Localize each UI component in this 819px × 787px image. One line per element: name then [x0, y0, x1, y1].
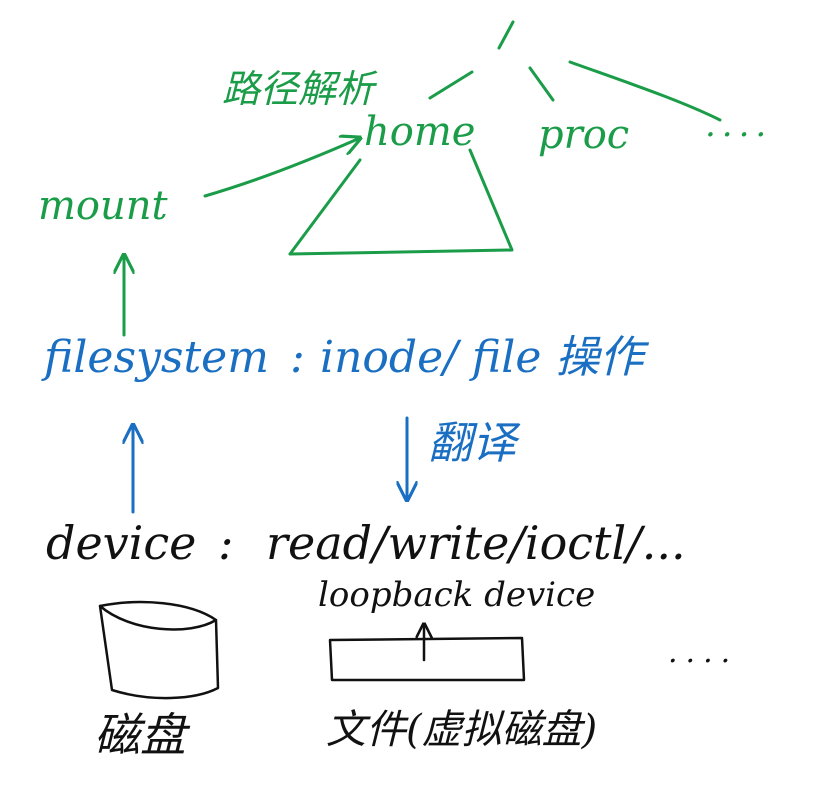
home-dir-label: home [364, 109, 476, 155]
mount-label: mount [38, 183, 168, 229]
path-resolution-label: 路径解析 [222, 67, 375, 111]
mount-to-home-arrow [203, 138, 360, 198]
filesystem-ops-label: inode/ file 操作 [320, 332, 644, 383]
tree-branch-more [568, 60, 722, 122]
translate-label: 翻译 [428, 418, 516, 469]
tree-branch-proc [528, 66, 555, 102]
loopback-device-label: loopback device [318, 575, 596, 615]
disk-label: 磁盘 [94, 708, 186, 762]
more-dirs-ellipsis: .... [705, 105, 773, 145]
home-subtree-triangle [288, 148, 514, 256]
tree-branch-home [428, 70, 474, 100]
device-separator: : [218, 516, 234, 570]
proc-dir-label: proc [538, 112, 630, 158]
filesystem-label: filesystem [44, 332, 269, 383]
more-devices-ellipsis: .... [668, 635, 739, 670]
device-ops-label: read/write/ioctl/... [266, 516, 686, 570]
tree-root-stroke [497, 20, 515, 50]
device-label: device [46, 516, 197, 570]
filesystem-separator: : [290, 332, 305, 383]
disk-cylinder-icon [98, 600, 220, 700]
file-box [328, 636, 526, 682]
file-virtual-disk-label: 文件(虚拟磁盘) [326, 707, 598, 753]
